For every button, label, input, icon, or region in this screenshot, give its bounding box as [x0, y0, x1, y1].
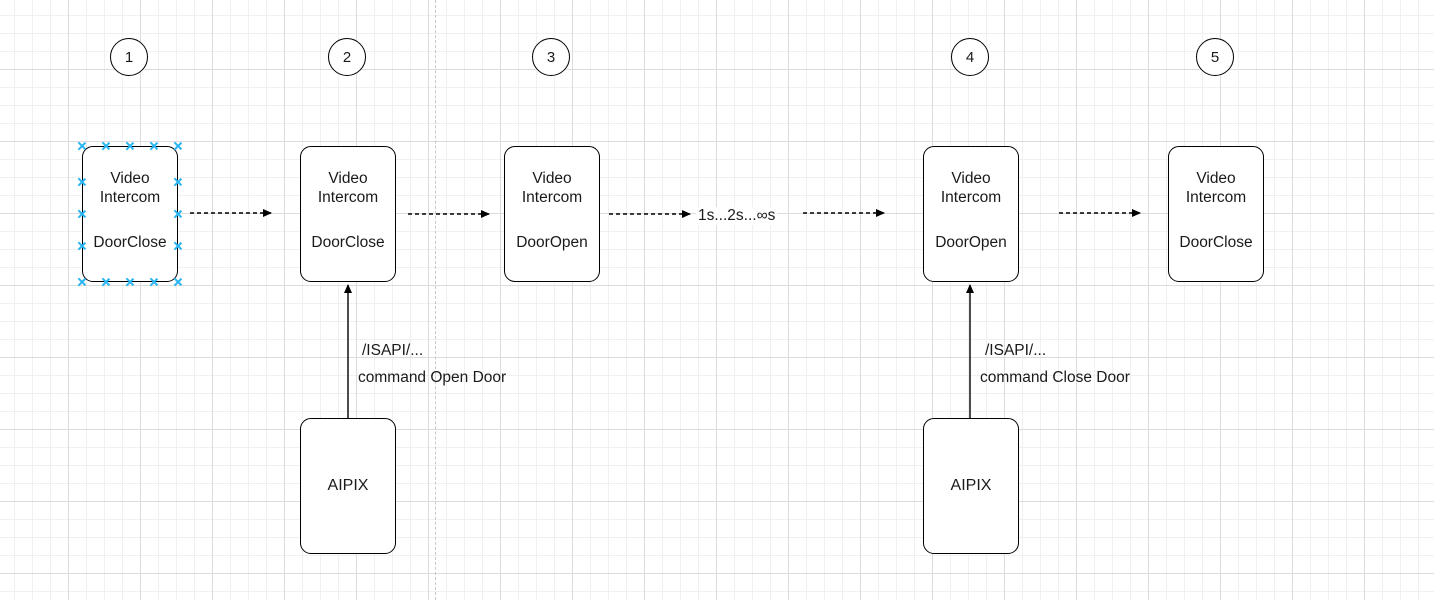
intercom-title: Video Intercom — [99, 170, 161, 206]
command-text-label-open[interactable]: command Open Door — [358, 369, 507, 386]
resize-handle[interactable] — [174, 142, 182, 150]
aipix-node-1[interactable]: AIPIX — [300, 418, 396, 554]
door-state-label: DoorClose — [311, 234, 385, 251]
resize-handle[interactable] — [78, 242, 86, 250]
resize-handle[interactable] — [78, 210, 86, 218]
aipix-label: AIPIX — [327, 477, 369, 494]
door-state-label: DoorClose — [1179, 234, 1253, 251]
resize-handle[interactable] — [78, 178, 86, 186]
aipix-node-2[interactable]: AIPIX — [923, 418, 1019, 554]
intercom-title: Video Intercom — [1185, 170, 1247, 206]
aipix-label: AIPIX — [950, 477, 992, 494]
resize-handle[interactable] — [102, 142, 110, 150]
command-path-label-close[interactable]: /ISAPI/... — [985, 342, 1047, 359]
resize-handle[interactable] — [174, 210, 182, 218]
intercom-node-4[interactable]: Video Intercom DoorOpen — [923, 146, 1019, 282]
resize-handle[interactable] — [78, 278, 86, 286]
door-state-label: DoorOpen — [516, 234, 588, 251]
step-number-1: 1 — [110, 38, 148, 76]
resize-handle[interactable] — [150, 278, 158, 286]
intercom-title: Video Intercom — [940, 170, 1002, 206]
intercom-title: Video Intercom — [317, 170, 379, 206]
step-number-3: 3 — [532, 38, 570, 76]
resize-handle[interactable] — [126, 278, 134, 286]
wait-duration-label[interactable]: 1s...2s...∞s — [696, 207, 778, 225]
resize-handle[interactable] — [78, 142, 86, 150]
intercom-node-3[interactable]: Video Intercom DoorOpen — [504, 146, 600, 282]
resize-handle[interactable] — [102, 278, 110, 286]
resize-handle[interactable] — [174, 242, 182, 250]
resize-handle[interactable] — [126, 142, 134, 150]
intercom-node-1[interactable]: Video Intercom DoorClose — [82, 146, 178, 282]
command-path-label-open[interactable]: /ISAPI/... — [362, 342, 424, 359]
resize-handle[interactable] — [174, 278, 182, 286]
door-state-label: DoorClose — [93, 234, 167, 251]
resize-handle[interactable] — [174, 178, 182, 186]
resize-handle[interactable] — [150, 142, 158, 150]
command-text-label-close[interactable]: command Close Door — [980, 369, 1130, 386]
page-break-line — [435, 0, 436, 600]
intercom-title: Video Intercom — [521, 170, 583, 206]
intercom-node-2[interactable]: Video Intercom DoorClose — [300, 146, 396, 282]
step-number-4: 4 — [951, 38, 989, 76]
step-number-5: 5 — [1196, 38, 1234, 76]
step-number-2: 2 — [328, 38, 366, 76]
intercom-node-5[interactable]: Video Intercom DoorClose — [1168, 146, 1264, 282]
door-state-label: DoorOpen — [935, 234, 1007, 251]
